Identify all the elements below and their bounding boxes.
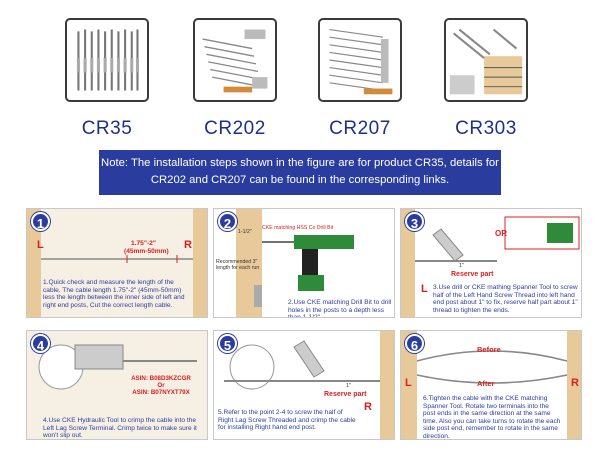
product-label-cr35: CR35	[81, 118, 133, 139]
cr35-image	[76, 29, 139, 91]
step-3-illustration	[401, 209, 580, 317]
reserve-part-label: Reserve part	[451, 271, 494, 278]
dimension-metric-label: (45mm-50mm)	[124, 248, 169, 255]
step-5-text: 5.Refer to the point 2-4 to screw the ha…	[218, 409, 356, 432]
step-5-illustration	[224, 331, 394, 439]
step-3-number: 3	[405, 212, 424, 231]
tool-asin-1[interactable]: ASIN: B08D3KZCGR	[131, 375, 191, 382]
depth-label: 1-1/2"	[238, 229, 252, 235]
product-thumb-cr207[interactable]	[318, 18, 402, 102]
installation-note: Note: The installation steps shown in th…	[99, 150, 501, 195]
step-6-illustration	[401, 331, 581, 439]
before-label: Before	[477, 345, 501, 354]
left-post-label: L	[405, 377, 412, 389]
reserve-part-label: Reserve part	[324, 391, 367, 398]
tool-asin-or: Or	[157, 382, 165, 389]
step-4-text: 4.Use CKE Hydraulic Tool to crimp the ca…	[43, 417, 197, 440]
run-length-label: Recommended 3" length for each run	[216, 259, 260, 271]
cr202-image	[202, 29, 268, 93]
cr207-image	[329, 28, 393, 95]
step-2-illustration	[236, 209, 354, 317]
thread-length-label: 1"	[459, 263, 464, 269]
step-4-illustration	[27, 331, 207, 439]
product-label-cr303: CR303	[455, 118, 517, 139]
step-2-panel: 2 CKE matching HSS Co Drill Bit 1-1/2" R…	[213, 208, 395, 318]
step-2-text: 2.Use CKE matching Drill Bit to drill ho…	[288, 299, 392, 318]
or-label: OR	[495, 229, 507, 238]
product-label-cr207: CR207	[329, 118, 391, 139]
drill-bit-label: CKE matching HSS Co Drill Bit	[262, 225, 334, 231]
step-2-number: 2	[218, 212, 237, 231]
step-6-panel: 6 Before After L R 6.Tighten the cable w…	[400, 330, 582, 440]
step-3-text: 3.Use drill or CKE mathing Spanner Tool …	[433, 284, 578, 314]
step-5-number: 5	[218, 334, 237, 353]
product-label-cr202: CR202	[204, 118, 266, 139]
product-thumb-cr202[interactable]	[193, 18, 277, 102]
dimension-label: 1.75"-2"	[131, 240, 156, 247]
left-post-label: L	[421, 283, 428, 295]
tool-asin-2[interactable]: ASIN: B07NYXT79X	[132, 389, 190, 396]
after-label: After	[477, 379, 495, 388]
step-1-illustration	[27, 209, 207, 317]
step-4-number: 4	[31, 334, 50, 353]
right-post-label: R	[184, 239, 192, 251]
thread-length-label: 1"	[346, 383, 351, 389]
cr303-image	[449, 28, 523, 95]
step-6-text: 6.Tighten the cable with the CKE matchin…	[423, 395, 561, 440]
step-1-number: 1	[31, 212, 50, 231]
product-thumb-cr303[interactable]	[444, 18, 528, 102]
step-5-panel: 5 1" Reserve part R 5.Refer to the point…	[213, 330, 395, 440]
left-post-label: L	[37, 239, 44, 251]
step-3-panel: 3 OR 1" Reserve part L 3.Use drill or CK…	[400, 208, 582, 318]
right-post-label: R	[364, 401, 372, 413]
right-post-label: R	[571, 377, 579, 389]
product-thumb-cr35[interactable]	[65, 18, 149, 102]
step-1-text: 1.Quick check and measure the length of …	[43, 279, 185, 309]
step-6-number: 6	[405, 334, 424, 353]
step-1-panel: 1 L R 1.75"-2" (45mm-50mm) 1.Quick check…	[26, 208, 208, 318]
step-4-panel: 4 ASIN: B08D3KZCGR Or ASIN: B07NYXT79X 4…	[26, 330, 208, 440]
